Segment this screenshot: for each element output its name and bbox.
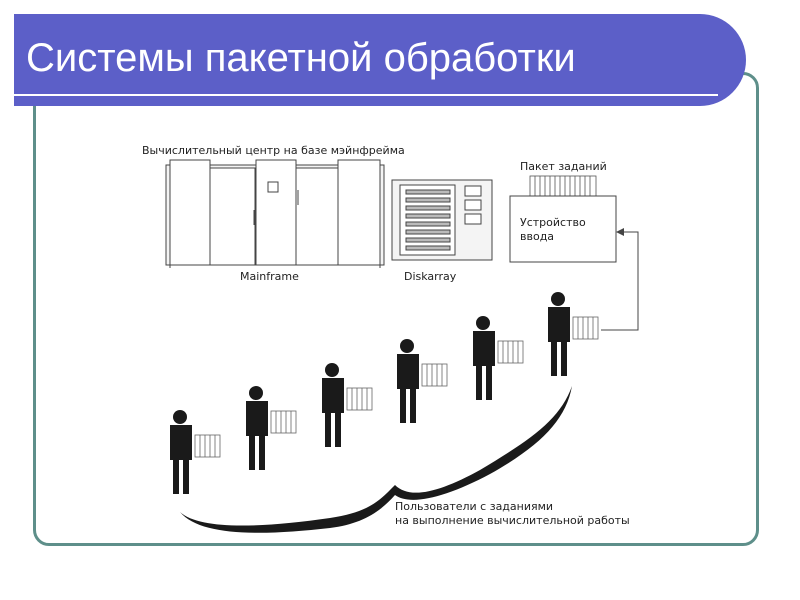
input-device-label-line2: ввода	[520, 230, 554, 243]
input-device-box	[509, 195, 617, 263]
diskarray-illustration	[391, 179, 493, 261]
user-figure	[322, 363, 373, 447]
punch-card-icon	[270, 410, 297, 434]
job-packet-label: Пакет заданий	[520, 160, 607, 173]
mainframe-label: Mainframe	[240, 270, 299, 283]
users-label-line2: на выполнение вычислительной работы	[395, 514, 630, 527]
title-banner: Системы пакетной обработки	[14, 14, 746, 106]
user-figure	[473, 316, 524, 400]
punch-card-icon	[421, 363, 448, 387]
user-figure	[170, 410, 221, 494]
slide-title: Системы пакетной обработки	[26, 36, 576, 80]
punch-card-icon	[194, 434, 221, 458]
input-device-label-line1: Устройство	[520, 216, 586, 229]
users-label-line1: Пользователи с заданиями	[395, 500, 553, 513]
job-packet-icon	[529, 175, 597, 197]
punch-card-icon	[346, 387, 373, 411]
user-figure	[548, 292, 599, 376]
users-brace	[180, 386, 572, 533]
diskarray-label: Diskarray	[404, 270, 457, 283]
center-label: Вычислительный центр на базе мэйнфрейма	[142, 144, 405, 157]
punch-card-icon	[497, 340, 524, 364]
user-figure	[397, 339, 448, 423]
punch-card-icon	[572, 316, 599, 340]
mainframe-illustration	[165, 159, 385, 268]
title-underline	[14, 94, 718, 96]
connector-arrow	[601, 228, 639, 331]
user-figure	[246, 386, 297, 470]
